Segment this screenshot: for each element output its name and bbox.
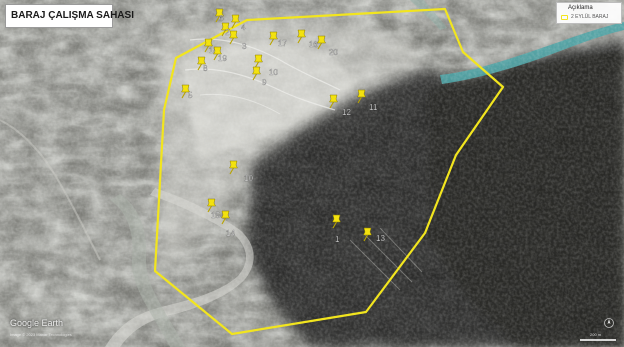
legend-panel: Açıklama 2 EYLÜL BARAJ xyxy=(556,2,622,24)
pushpin-label: 13 xyxy=(376,234,385,243)
pushpin-marker[interactable]: 14 xyxy=(221,210,236,238)
pushpin-label: 18 xyxy=(209,46,218,55)
pushpin-label: 3 xyxy=(242,42,247,51)
pushpin-label: 15 xyxy=(211,211,220,220)
yellow-pushpin-icon[interactable] xyxy=(204,38,213,47)
yellow-pushpin-icon[interactable] xyxy=(357,89,366,98)
pushpin-label: 2 xyxy=(225,28,230,37)
google-earth-watermark: Google Earth xyxy=(10,318,64,328)
pushpin-needle xyxy=(357,96,362,104)
yellow-pushpin-icon[interactable] xyxy=(207,198,216,207)
pushpin-needle xyxy=(213,53,218,61)
legend-heading: Açıklama xyxy=(568,5,593,11)
yellow-pushpin-icon[interactable] xyxy=(181,84,190,93)
pushpin-label: 11 xyxy=(369,103,378,112)
north-arrow-icon[interactable] xyxy=(604,318,614,328)
pushpin-needle xyxy=(229,37,234,45)
yellow-pushpin-icon[interactable] xyxy=(252,66,261,75)
pushpin-marker[interactable]: 15 xyxy=(207,198,221,220)
pushpin-label: 10 xyxy=(269,68,278,77)
yellow-pushpin-icon[interactable] xyxy=(221,22,230,31)
pushpin-label: 16 xyxy=(309,40,318,49)
scale-label: 200 m xyxy=(590,332,602,337)
yellow-pushpin-icon[interactable] xyxy=(221,210,230,219)
yellow-pushpin-icon[interactable] xyxy=(254,54,263,63)
yellow-pushpin-icon[interactable] xyxy=(317,35,326,44)
pushpin-marker[interactable]: 8 xyxy=(197,56,209,73)
yellow-pushpin-icon[interactable] xyxy=(197,56,206,65)
pushpin-marker[interactable]: 6 xyxy=(215,8,225,23)
pushpin-needle xyxy=(221,217,226,225)
pushpin-needle xyxy=(221,29,226,37)
pushpin-label: 10 xyxy=(244,174,253,183)
pushpin-needle xyxy=(204,45,209,53)
pushpin-needle xyxy=(252,73,257,81)
pushpin-marker[interactable]: 10 xyxy=(254,54,279,77)
pushpin-label: 17 xyxy=(278,39,287,48)
pushpin-marker[interactable]: 18 xyxy=(204,38,219,55)
pushpin-label: 8 xyxy=(203,64,208,73)
pushpin-marker[interactable]: 16 xyxy=(297,29,319,49)
pushpin-needle xyxy=(181,91,186,99)
pushpin-needle xyxy=(215,15,220,23)
pushpin-marker[interactable]: 9 xyxy=(252,66,268,87)
pushpin-marker[interactable]: 13 xyxy=(363,227,386,243)
legend-entry-label[interactable]: 2 EYLÜL BARAJ xyxy=(571,14,609,20)
pushpin-marker[interactable]: 12 xyxy=(329,94,352,117)
pushpin-label: 5 xyxy=(188,91,193,100)
scale-bar: 200 m xyxy=(580,332,616,342)
pushpin-needle xyxy=(332,221,337,229)
pushpin-marker[interactable]: 19 xyxy=(213,46,228,63)
pushpin-label: 19 xyxy=(218,54,227,63)
map-title: BARAJ ÇALIŞMA SAHASI xyxy=(5,4,134,28)
pushpin-needle xyxy=(317,42,322,50)
pushpin-needle xyxy=(197,63,202,71)
yellow-pushpin-icon[interactable] xyxy=(213,46,222,55)
pushpin-marker[interactable]: 4 xyxy=(231,14,247,32)
pushpin-marker[interactable]: 2 xyxy=(221,22,231,37)
imagery-credit: Image © 2023 Maxar Technologies xyxy=(10,332,72,337)
pushpin-needle xyxy=(329,101,334,109)
yellow-pushpin-icon[interactable] xyxy=(231,14,240,23)
pushpin-label: 20 xyxy=(329,48,338,57)
yellow-pushpin-icon[interactable] xyxy=(329,94,338,103)
pushpin-label: 14 xyxy=(226,229,235,238)
pushpin-label: 12 xyxy=(342,108,351,117)
pushpin-marker[interactable]: 17 xyxy=(269,31,288,48)
pushpin-label: 6 xyxy=(219,14,224,23)
scale-bar-line xyxy=(580,339,616,341)
yellow-pushpin-icon[interactable] xyxy=(297,29,306,38)
legend-swatch xyxy=(561,15,568,20)
work-area-boundary xyxy=(153,7,505,336)
yellow-pushpin-icon[interactable] xyxy=(363,227,372,236)
yellow-pushpin-icon[interactable] xyxy=(269,31,278,40)
pushpin-needle xyxy=(207,205,212,213)
pushpin-label: 9 xyxy=(262,78,267,87)
pushpin-marker[interactable]: 20 xyxy=(317,35,339,57)
pushpin-marker[interactable]: 3 xyxy=(229,30,248,51)
pushpin-marker[interactable]: 5 xyxy=(181,84,194,100)
pushpin-marker[interactable]: 10 xyxy=(229,160,254,183)
pushpin-marker[interactable]: 1 xyxy=(332,214,341,244)
yellow-pushpin-icon[interactable] xyxy=(332,214,341,223)
pushpin-needle xyxy=(297,36,302,44)
yellow-pushpin-icon[interactable] xyxy=(215,8,224,17)
pushpin-needle xyxy=(231,21,236,29)
pushpin-needle xyxy=(229,167,234,175)
pushpin-label: 1 xyxy=(335,235,340,244)
pushpin-needle xyxy=(363,234,368,242)
pushpin-marker[interactable]: 11 xyxy=(357,89,378,112)
yellow-pushpin-icon[interactable] xyxy=(229,30,238,39)
pushpin-needle xyxy=(269,38,274,46)
pushpin-label: 4 xyxy=(241,23,246,32)
yellow-pushpin-icon[interactable] xyxy=(229,160,238,169)
